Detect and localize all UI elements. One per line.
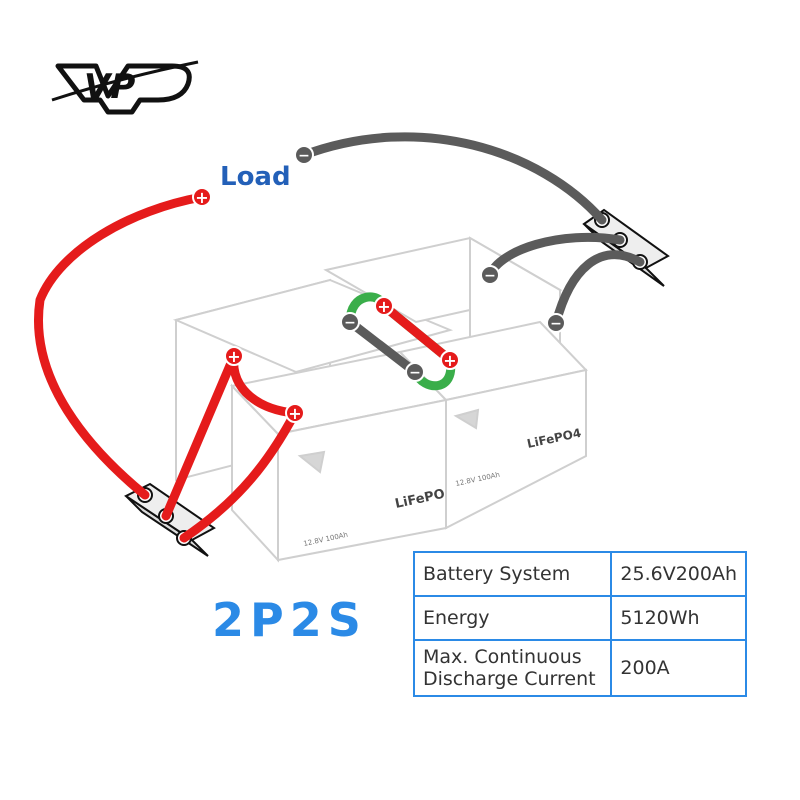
- spec-value: 200A: [610, 639, 747, 697]
- bus-to-battery-positive-cable-a: [161, 351, 239, 521]
- svg-text:−: −: [409, 365, 421, 381]
- spec-row: Max. Continuous Discharge Current 200A: [412, 639, 747, 697]
- svg-text:+: +: [195, 188, 208, 207]
- terminal-battery-negative: −: [340, 312, 360, 332]
- parallel-negative-link: [345, 317, 420, 377]
- spec-table: Battery System 25.6V200Ah Energy 5120Wh …: [412, 551, 747, 697]
- terminal-battery-positive: +: [440, 350, 460, 370]
- spec-label: Battery System: [412, 551, 613, 597]
- spec-label: Max. Continuous Discharge Current: [412, 639, 613, 697]
- positive-cables: [34, 192, 455, 543]
- load-negative-cable: [299, 132, 607, 225]
- terminal-battery-positive: +: [224, 346, 244, 366]
- svg-text:−: −: [550, 316, 562, 332]
- spec-row: Energy 5120Wh: [412, 595, 747, 641]
- svg-text:+: +: [288, 404, 301, 423]
- spec-row: Battery System 25.6V200Ah: [412, 551, 747, 597]
- terminal-battery-positive: +: [374, 296, 394, 316]
- bus-to-battery-negative-cable-a: [485, 232, 625, 280]
- bus-to-battery-positive-cable-b: [179, 408, 300, 543]
- negative-cables: [299, 132, 645, 377]
- terminal-battery-positive: +: [285, 403, 305, 423]
- spec-label: Energy: [412, 595, 613, 641]
- svg-text:+: +: [377, 297, 390, 316]
- terminal-battery-negative: −: [405, 362, 425, 382]
- svg-text:−: −: [484, 268, 496, 284]
- battery-positive-jumper: [229, 351, 300, 418]
- svg-text:+: +: [227, 347, 240, 366]
- brand-logo-text: VP: [84, 67, 135, 107]
- bus-to-battery-negative-cable-b: [551, 250, 645, 328]
- spec-value: 25.6V200Ah: [610, 551, 747, 597]
- terminal-load-positive: +: [192, 187, 212, 207]
- terminal-battery-negative: −: [546, 313, 566, 333]
- terminal-load-negative: −: [294, 145, 314, 165]
- spec-value: 5120Wh: [610, 595, 747, 641]
- terminal-battery-negative: −: [480, 265, 500, 285]
- load-positive-cable: [34, 192, 207, 500]
- svg-text:−: −: [298, 148, 310, 164]
- svg-text:−: −: [344, 315, 356, 331]
- negative-bus-bar: [582, 208, 670, 287]
- configuration-label: 2P2S: [212, 593, 367, 647]
- brand-logo: VP: [51, 60, 199, 115]
- load-label: Load: [220, 162, 291, 192]
- svg-text:+: +: [443, 351, 456, 370]
- parallel-positive-link: [379, 301, 455, 365]
